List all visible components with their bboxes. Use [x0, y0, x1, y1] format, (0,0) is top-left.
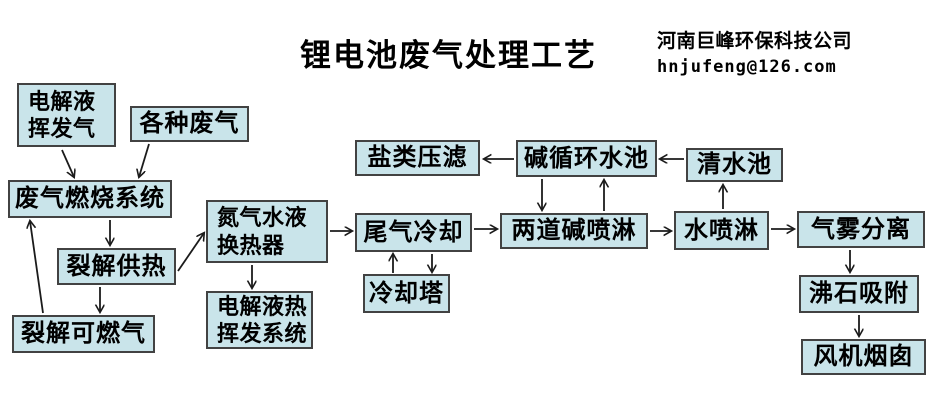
node-tail-gas-cooling: 尾气冷却: [355, 213, 472, 252]
company-name: 河南巨峰环保科技公司: [657, 31, 853, 52]
node-gas-mist-separation: 气雾分离: [797, 211, 925, 248]
node-salt-press-filtration: 盐类压滤: [355, 140, 480, 176]
node-various-waste-gas: 各种废气: [130, 106, 249, 142]
page-title: 锂电池废气处理工艺: [300, 38, 597, 73]
node-nitrogen-water-liquid-heat-exchanger: 氮气水液 换热器: [206, 200, 328, 263]
node-double-alkali-spray: 两道碱喷淋: [500, 213, 648, 249]
node-alkali-circulation-pool: 碱循环水池: [516, 140, 657, 177]
edge-electrolyte-to-combustion: [61, 149, 74, 177]
node-pyrolysis-heat-supply: 裂解供热: [57, 248, 176, 285]
node-water-spray: 水喷淋: [674, 211, 769, 250]
edge-combgas-to-combustion: [30, 221, 44, 314]
node-zeolite-adsorption: 沸石吸附: [799, 275, 919, 313]
edge-various-to-combustion: [139, 143, 150, 177]
node-electrolyte-volatile-gas: 电解液 挥发气: [17, 83, 116, 147]
node-waste-gas-combustion-system: 废气燃烧系统: [8, 180, 172, 218]
node-fan-chimney: 风机烟囱: [801, 339, 926, 375]
edge-pyroheat-to-exchanger: [177, 233, 204, 272]
node-pyrolysis-combustible-gas: 裂解可燃气: [12, 315, 155, 353]
node-clean-water-pool: 清水池: [686, 148, 783, 182]
node-cooling-tower: 冷却塔: [363, 274, 450, 313]
company-email: hnjufeng@126.com: [657, 57, 837, 77]
company-block: 河南巨峰环保科技公司 hnjufeng@126.com: [657, 26, 947, 77]
node-electrolyte-thermal-volatilization-system: 电解液热 挥发系统: [206, 291, 313, 349]
